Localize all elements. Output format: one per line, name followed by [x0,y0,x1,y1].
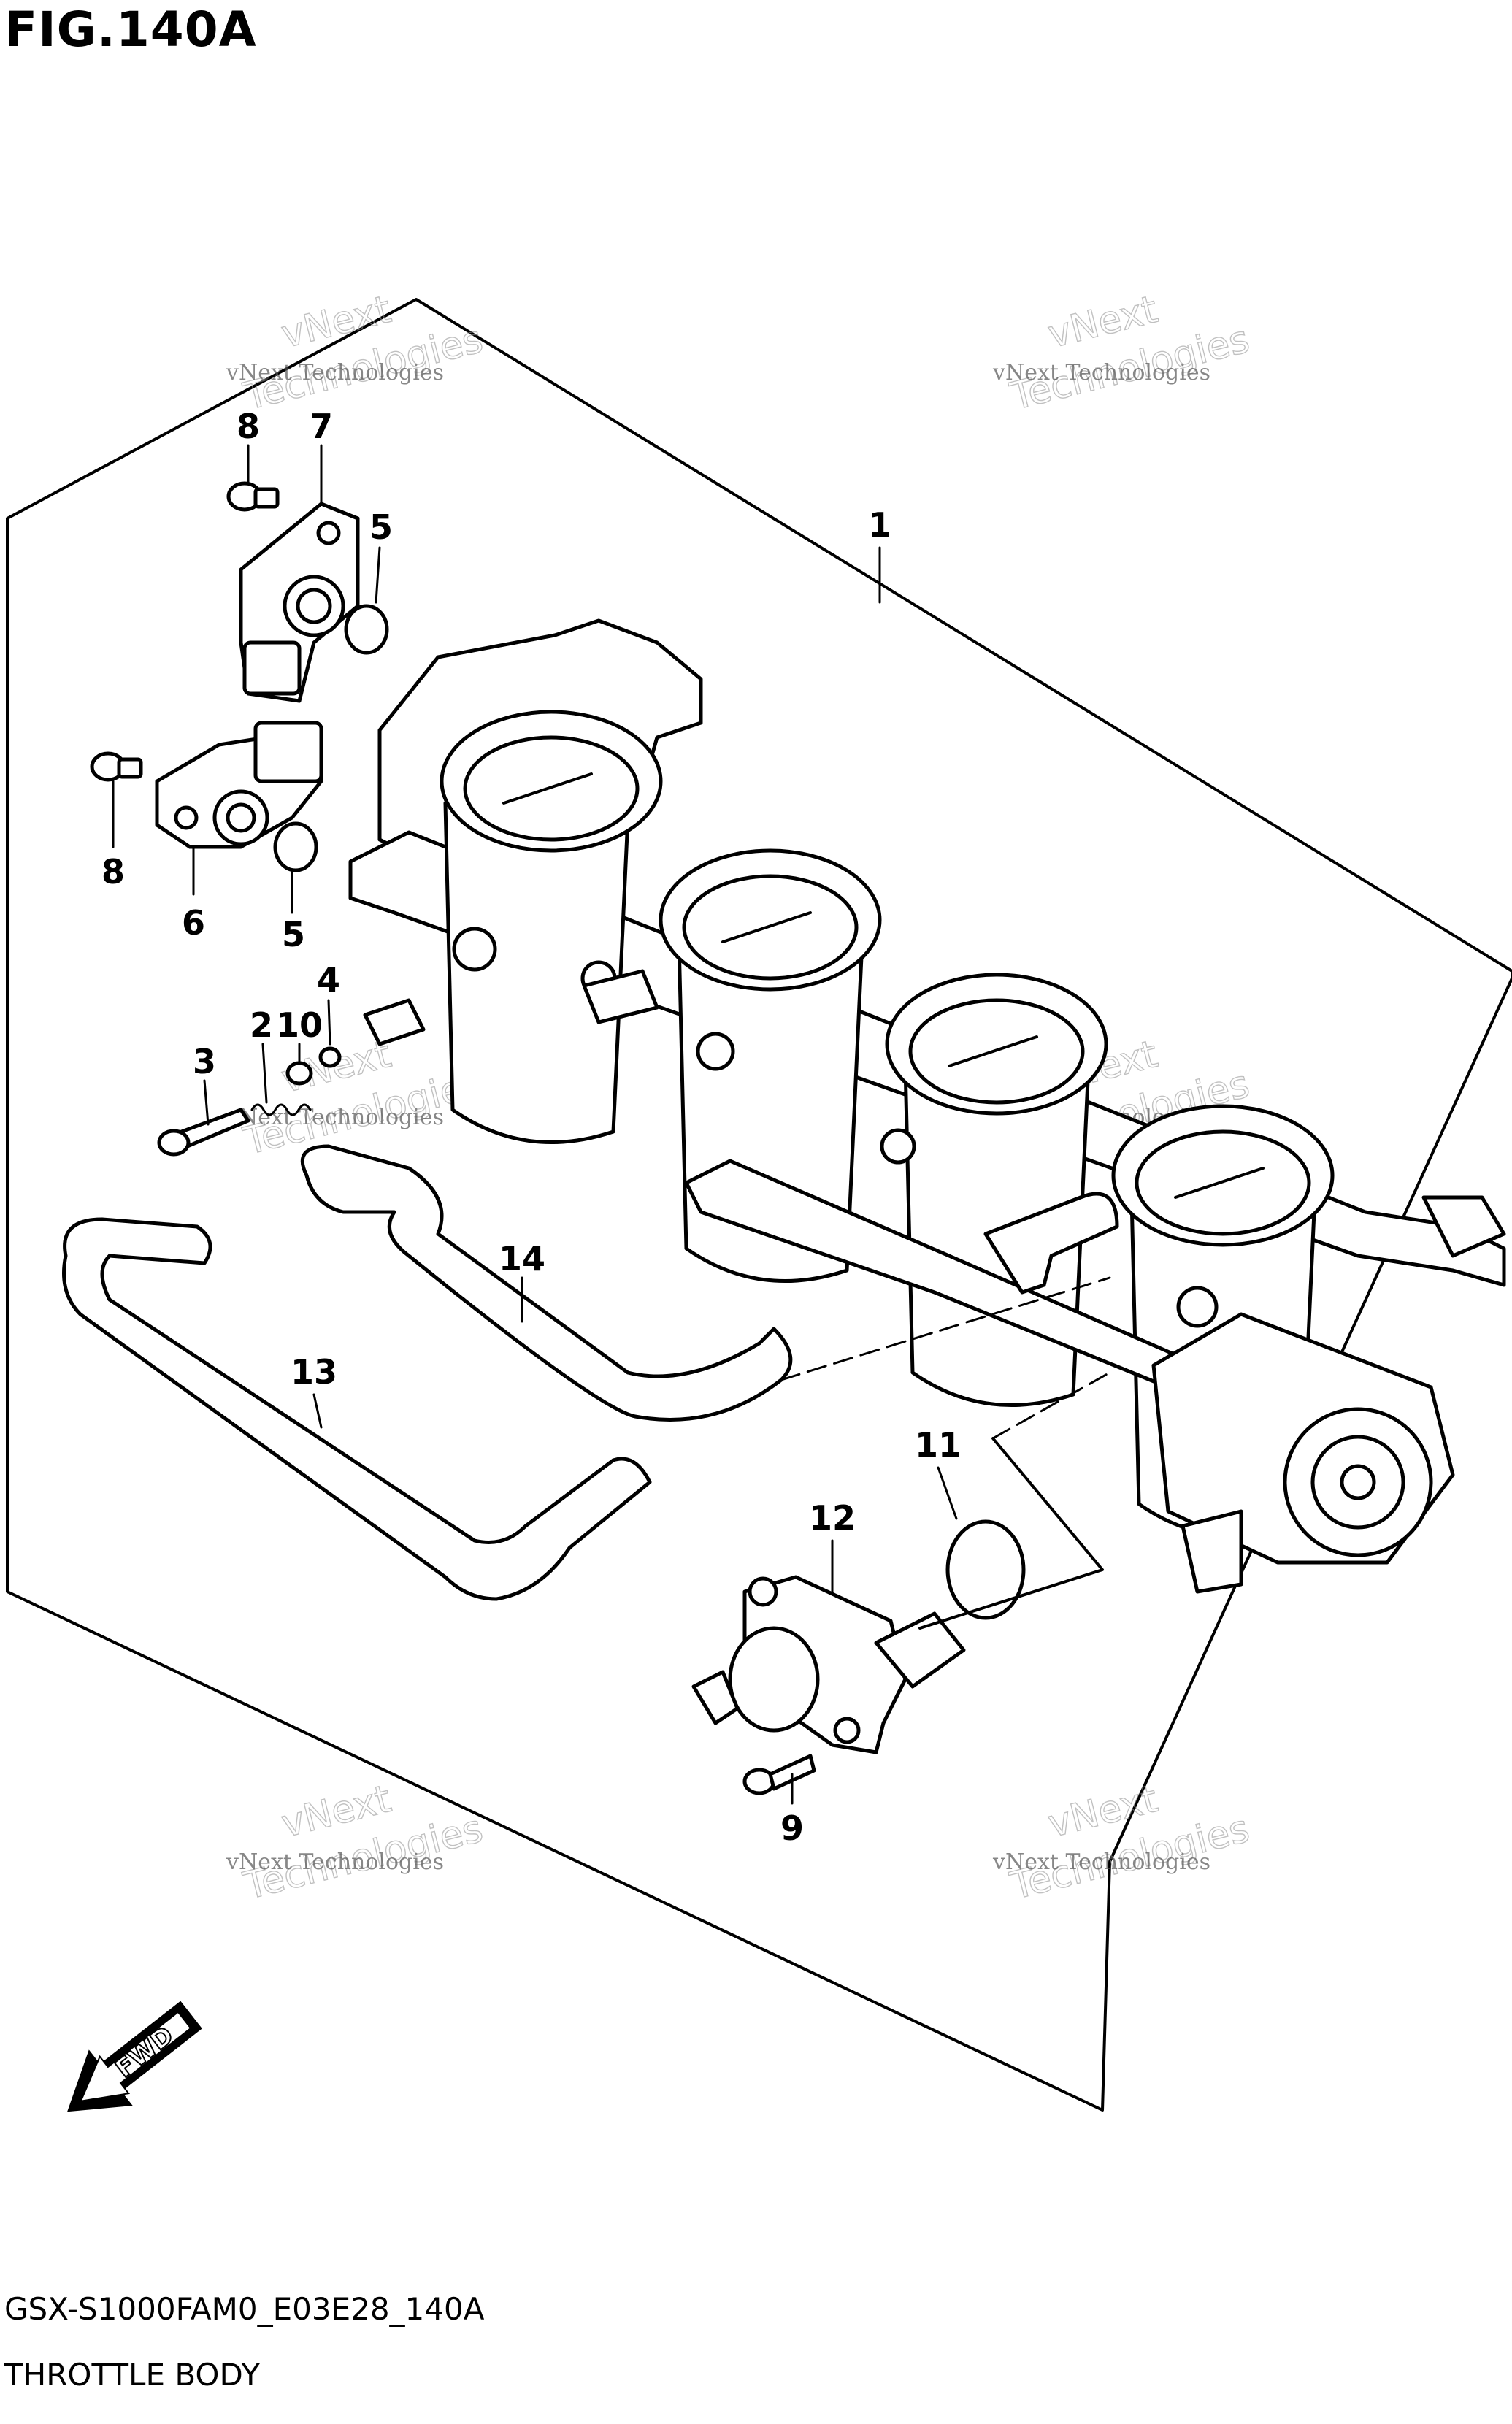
callout-6: 6 [182,903,205,943]
sensor-part-7 [239,502,360,703]
fwd-direction-badge: FWD [67,2001,202,2112]
o-ring-part-4 [318,1046,342,1068]
o-ring-part-5-mid [273,821,318,872]
screw-part-9 [742,1754,816,1795]
section-name: THROTTLE BODY [4,2357,261,2393]
callout-9: 9 [780,1809,804,1848]
callout-5-top: 5 [369,507,393,547]
callout-12: 12 [809,1498,856,1538]
o-ring-part-5-top [344,604,389,655]
watermark-top-right: vNext Technologies vNext Technologies [992,287,1254,419]
watermark-bottom-right: vNext Technologies vNext Technologies [992,1776,1254,1909]
callout-4: 4 [317,960,340,1000]
sensor-part-6 [155,721,323,849]
vacuum-nipple [983,1192,1119,1295]
assembly-guide [780,1276,1111,1381]
bolt-part-8-mid [90,751,143,782]
svg-text:vNext Technologies: vNext Technologies [226,1849,444,1875]
svg-text:vNext Technologies: vNext Technologies [226,360,444,386]
callout-14: 14 [499,1239,545,1278]
idle-valve-part-12 [691,1575,966,1754]
callout-10: 10 [276,1005,323,1045]
valve-bracket-line [918,1437,1104,1630]
spring-part-2 [250,1103,312,1116]
watermark-bottom-left: vNext Technologies vNext Technologies [226,1776,488,1909]
callout-8-top: 8 [237,407,260,446]
assembly-guide [991,1371,1111,1440]
screw-part-3 [157,1108,250,1157]
callout-11: 11 [915,1425,962,1465]
callout-3: 3 [193,1042,216,1081]
bolt-part-8-top [226,481,280,512]
hose-part-14 [300,1144,793,1422]
callout-8-mid: 8 [101,852,125,891]
washer-part-10 [285,1061,313,1086]
throttle-pulley [1151,1195,1506,1594]
figure-title: FIG.140A [4,1,257,58]
callout-labels: 1 2 3 4 5 5 6 7 8 8 9 10 11 12 13 14 [101,407,962,1848]
throttle-barrel-1 [440,710,663,1145]
throttle-body-assembly [348,618,1506,1594]
model-code: GSX-S1000FAM0_E03E28_140A [4,2291,485,2327]
o-ring-part-11 [945,1519,1026,1620]
svg-text:vNext Technologies: vNext Technologies [992,1849,1210,1875]
svg-text:vNext Technologies: vNext Technologies [226,1105,444,1130]
callout-5-mid: 5 [282,915,305,954]
leader-lines [112,444,958,1805]
callout-13: 13 [291,1352,337,1392]
callout-2: 2 [250,1005,273,1045]
hose-part-13 [62,1217,652,1601]
callout-7: 7 [310,407,333,446]
svg-text:vNext Technologies: vNext Technologies [992,360,1210,386]
callout-1: 1 [868,505,891,545]
